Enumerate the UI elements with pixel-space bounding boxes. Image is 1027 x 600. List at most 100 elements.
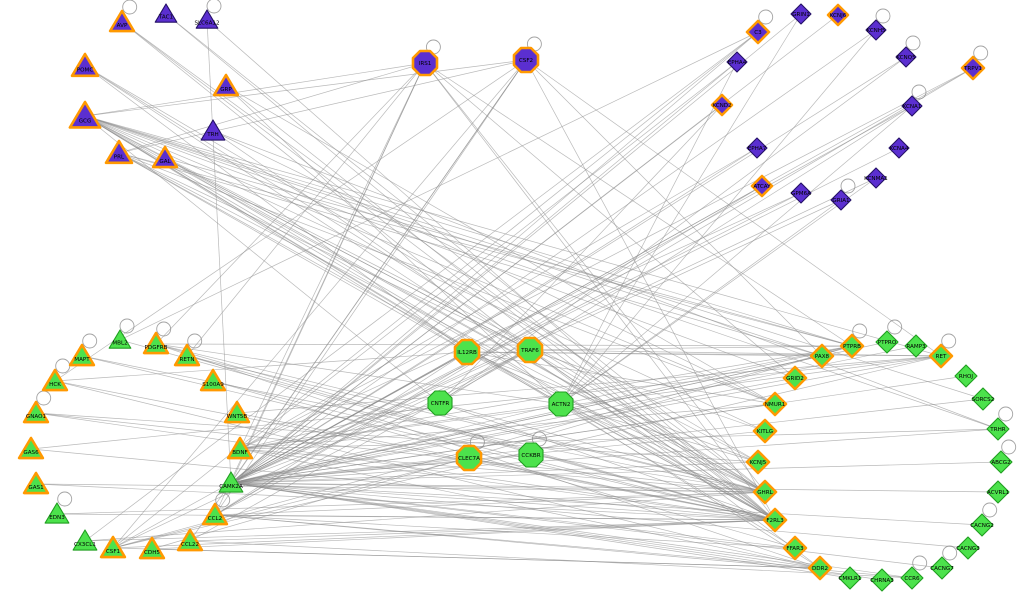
node-TRH[interactable] xyxy=(200,119,226,141)
edge xyxy=(186,355,776,521)
edge xyxy=(214,185,763,516)
edge xyxy=(230,345,853,484)
node-KCNA4[interactable] xyxy=(888,137,910,159)
node-CACNG3[interactable] xyxy=(956,536,980,560)
node-RETN[interactable] xyxy=(173,343,201,367)
node-CX3CL1[interactable] xyxy=(72,529,98,551)
node-KCNJ6[interactable] xyxy=(826,3,850,27)
node-ABCG2[interactable] xyxy=(989,450,1013,474)
edge xyxy=(84,115,999,430)
edge xyxy=(84,65,776,521)
edge xyxy=(118,152,823,357)
node-CLEC7A[interactable] xyxy=(455,444,483,472)
node-KITLG[interactable] xyxy=(752,418,778,444)
node-GCG[interactable] xyxy=(68,100,102,129)
node-CNTFR[interactable] xyxy=(427,390,453,416)
node-EDN3[interactable] xyxy=(44,502,70,524)
node-CACNG7[interactable] xyxy=(930,556,954,580)
node-SLC6A12[interactable] xyxy=(195,9,219,29)
node-CCR6[interactable] xyxy=(900,566,924,590)
edge xyxy=(84,115,853,347)
node-IRS1[interactable] xyxy=(411,49,439,77)
node-TRHR[interactable] xyxy=(986,417,1010,441)
node-DDR2[interactable] xyxy=(807,555,833,581)
node-AVP[interactable] xyxy=(108,9,136,33)
edge xyxy=(155,343,853,347)
node-EPHA7[interactable] xyxy=(746,137,768,159)
node-GAS6[interactable] xyxy=(17,436,45,460)
node-KCND2[interactable] xyxy=(710,93,734,117)
edge xyxy=(56,491,766,515)
node-KCNJ5[interactable] xyxy=(745,449,771,475)
node-KCNQ5[interactable] xyxy=(895,46,917,68)
node-NMUR1[interactable] xyxy=(762,391,788,417)
edge xyxy=(230,482,999,493)
node-HCK[interactable] xyxy=(41,368,69,392)
node-ATCAY[interactable] xyxy=(750,174,774,198)
edge xyxy=(439,402,766,493)
self-loop xyxy=(875,8,891,24)
node-S100A9[interactable] xyxy=(199,368,227,392)
node-FFAR3[interactable] xyxy=(782,535,808,561)
node-KCNA1[interactable] xyxy=(901,95,923,117)
edge xyxy=(529,345,853,351)
edge xyxy=(206,19,776,521)
node-CCKBR[interactable] xyxy=(518,442,544,468)
node-PRL[interactable] xyxy=(104,139,134,165)
node-TRAF6[interactable] xyxy=(516,336,544,364)
node-MAPT[interactable] xyxy=(68,343,96,367)
node-F2RL3[interactable] xyxy=(762,507,788,533)
node-WNT5B[interactable] xyxy=(223,400,251,424)
node-GPM6A[interactable] xyxy=(790,182,812,204)
node-RAMP3[interactable] xyxy=(904,334,928,358)
node-KCNMA1[interactable] xyxy=(865,167,887,189)
node-PTPRB[interactable] xyxy=(839,333,865,359)
edge xyxy=(560,177,877,405)
node-CCL22[interactable] xyxy=(176,528,204,552)
node-CHRNA3[interactable] xyxy=(870,568,894,592)
node-GRIA1[interactable] xyxy=(830,189,852,211)
node-CSF1[interactable] xyxy=(99,535,127,559)
edge xyxy=(236,412,776,521)
edge xyxy=(230,461,759,484)
node-GAL[interactable] xyxy=(151,145,179,169)
node-KCNH5[interactable] xyxy=(865,19,887,41)
edge xyxy=(230,461,1002,484)
edge xyxy=(84,115,468,353)
self-loop xyxy=(122,0,138,15)
node-CCL2[interactable] xyxy=(201,502,229,526)
node-GNAO1[interactable] xyxy=(22,400,50,424)
node-TAC1[interactable] xyxy=(154,3,178,23)
edge xyxy=(112,457,470,549)
node-CMKLR1[interactable] xyxy=(838,566,862,590)
node-RHOJ[interactable] xyxy=(954,364,978,388)
node-CDH5[interactable] xyxy=(138,536,166,560)
node-PDGFRB[interactable] xyxy=(142,331,170,355)
node-PAX8[interactable] xyxy=(809,343,835,369)
node-BDNF[interactable] xyxy=(226,436,254,460)
edge xyxy=(230,56,907,484)
node-GHRL[interactable] xyxy=(752,479,778,505)
edge xyxy=(84,115,776,521)
node-GRID2[interactable] xyxy=(782,365,808,391)
node-RET[interactable] xyxy=(928,343,954,369)
node-PTPRO[interactable] xyxy=(875,330,899,354)
edge xyxy=(230,402,441,484)
node-CACNG2[interactable] xyxy=(970,513,994,537)
node-TRPV1[interactable] xyxy=(960,55,986,81)
node-POMC[interactable] xyxy=(70,52,100,78)
node-SORCS2[interactable] xyxy=(971,387,995,411)
node-C3[interactable] xyxy=(745,19,771,45)
node-GRP[interactable] xyxy=(212,73,240,97)
edge xyxy=(230,482,969,549)
node-MBL2[interactable] xyxy=(108,329,132,349)
node-ACVRL1[interactable] xyxy=(986,480,1010,504)
node-ACTN2[interactable] xyxy=(548,391,574,417)
node-CSF2[interactable] xyxy=(512,46,540,74)
node-IL12RB[interactable] xyxy=(453,338,481,366)
node-GAS1[interactable] xyxy=(22,471,50,495)
node-EPHA4[interactable] xyxy=(726,51,748,73)
node-CAMK2A[interactable] xyxy=(218,471,244,493)
edge xyxy=(530,454,766,493)
node-GRIN1[interactable] xyxy=(790,3,812,25)
